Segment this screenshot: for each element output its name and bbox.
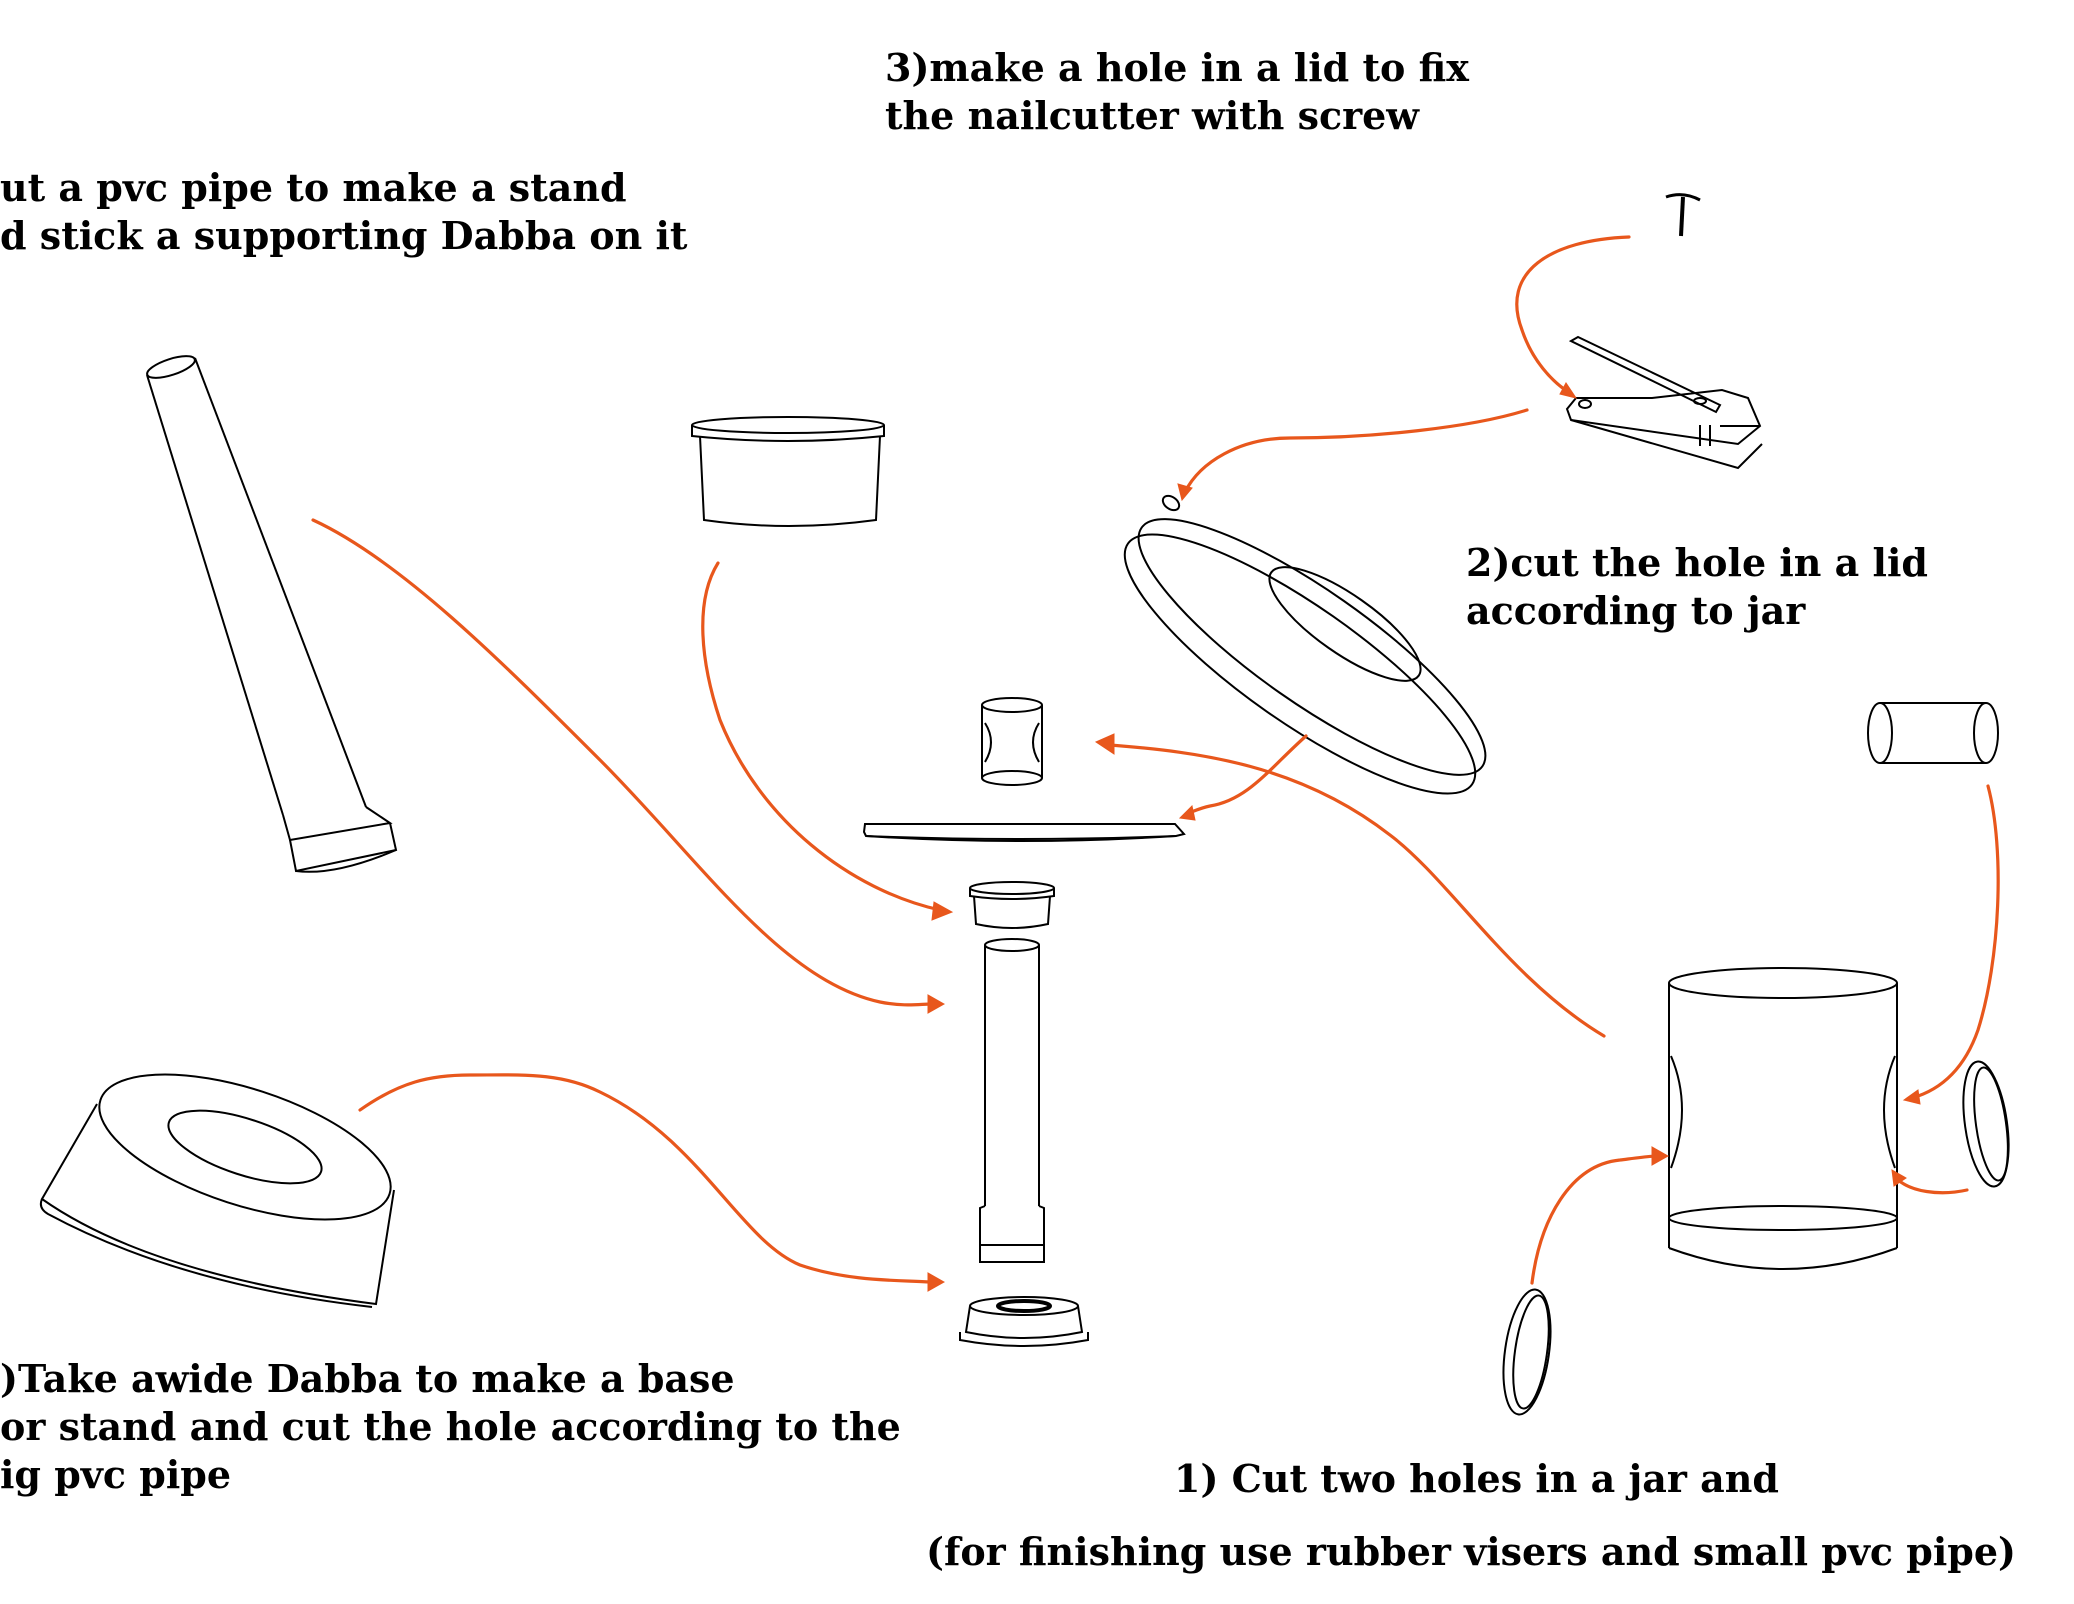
step3-line2: the nailcutter with screw xyxy=(885,93,1420,138)
arrow-screw-to-nailcutter xyxy=(1515,235,1631,399)
step-base-line2: or stand and cut the hole according to t… xyxy=(0,1404,901,1449)
arrow-lid-to-center-lid xyxy=(1178,734,1308,821)
step1-finishing-note: (for finishing use rubber visers and sma… xyxy=(926,1528,2016,1576)
step3-line1: 3)make a hole in a lid to fix xyxy=(885,45,1469,90)
step1-note: 1) Cut two holes in a jar and xyxy=(1174,1455,1779,1503)
jar-part xyxy=(1668,967,1898,1270)
rubber-viser-left-part xyxy=(1502,1288,1552,1416)
step-base-note: )Take awide Dabba to make a base or stan… xyxy=(0,1355,901,1499)
step2-line1: 2)cut the hole in a lid xyxy=(1466,540,1928,585)
arrow-viser-left-to-jar xyxy=(1530,1146,1670,1285)
nailcutter-part xyxy=(1565,335,1763,470)
step-base-line1: )Take awide Dabba to make a base xyxy=(0,1356,735,1401)
center-lid-part xyxy=(862,823,1186,842)
arrow-nailcutter-to-lid xyxy=(1177,408,1529,502)
step-base-line3: ig pvc pipe xyxy=(0,1452,232,1497)
step-stand-note: ut a pvc pipe to make a stand d stick a … xyxy=(0,164,687,260)
arrow-small-pvc-to-jar xyxy=(1902,784,2000,1105)
step1-line2: (for finishing use rubber visers and sma… xyxy=(926,1529,2016,1574)
arrow-pipe-to-center-pipe xyxy=(311,518,946,1014)
arrow-dabba-to-center-cup xyxy=(701,561,954,921)
screw-part xyxy=(1665,193,1701,237)
step-stand-line1: ut a pvc pipe to make a stand xyxy=(0,165,627,210)
center-base-part xyxy=(959,1296,1089,1347)
arrow-jar-to-center-small-pvc xyxy=(1094,733,1606,1038)
step2-line2: according to jar xyxy=(1466,588,1806,633)
tall-pvc-pipe-part xyxy=(146,355,398,873)
center-small-cup-part xyxy=(969,881,1055,929)
rubber-viser-right-part xyxy=(1962,1060,2010,1188)
supporting-dabba-part xyxy=(691,416,885,527)
step-stand-line2: d stick a supporting Dabba on it xyxy=(0,213,688,258)
large-lid-part xyxy=(1123,494,1487,795)
center-small-pvc-part xyxy=(981,697,1043,786)
arrow-viser-right-to-jar xyxy=(1891,1169,1969,1195)
arrow-base-to-center-base xyxy=(358,1073,946,1292)
step1-line1: 1) Cut two holes in a jar and xyxy=(1174,1456,1779,1501)
step3-note: 3)make a hole in a lid to fix the nailcu… xyxy=(885,44,1469,140)
step2-note: 2)cut the hole in a lid according to jar xyxy=(1466,539,1928,635)
wide-dabba-base-part xyxy=(39,1073,395,1308)
center-long-pipe-part xyxy=(979,938,1045,1263)
small-pvc-pipe-part xyxy=(1867,702,1999,764)
